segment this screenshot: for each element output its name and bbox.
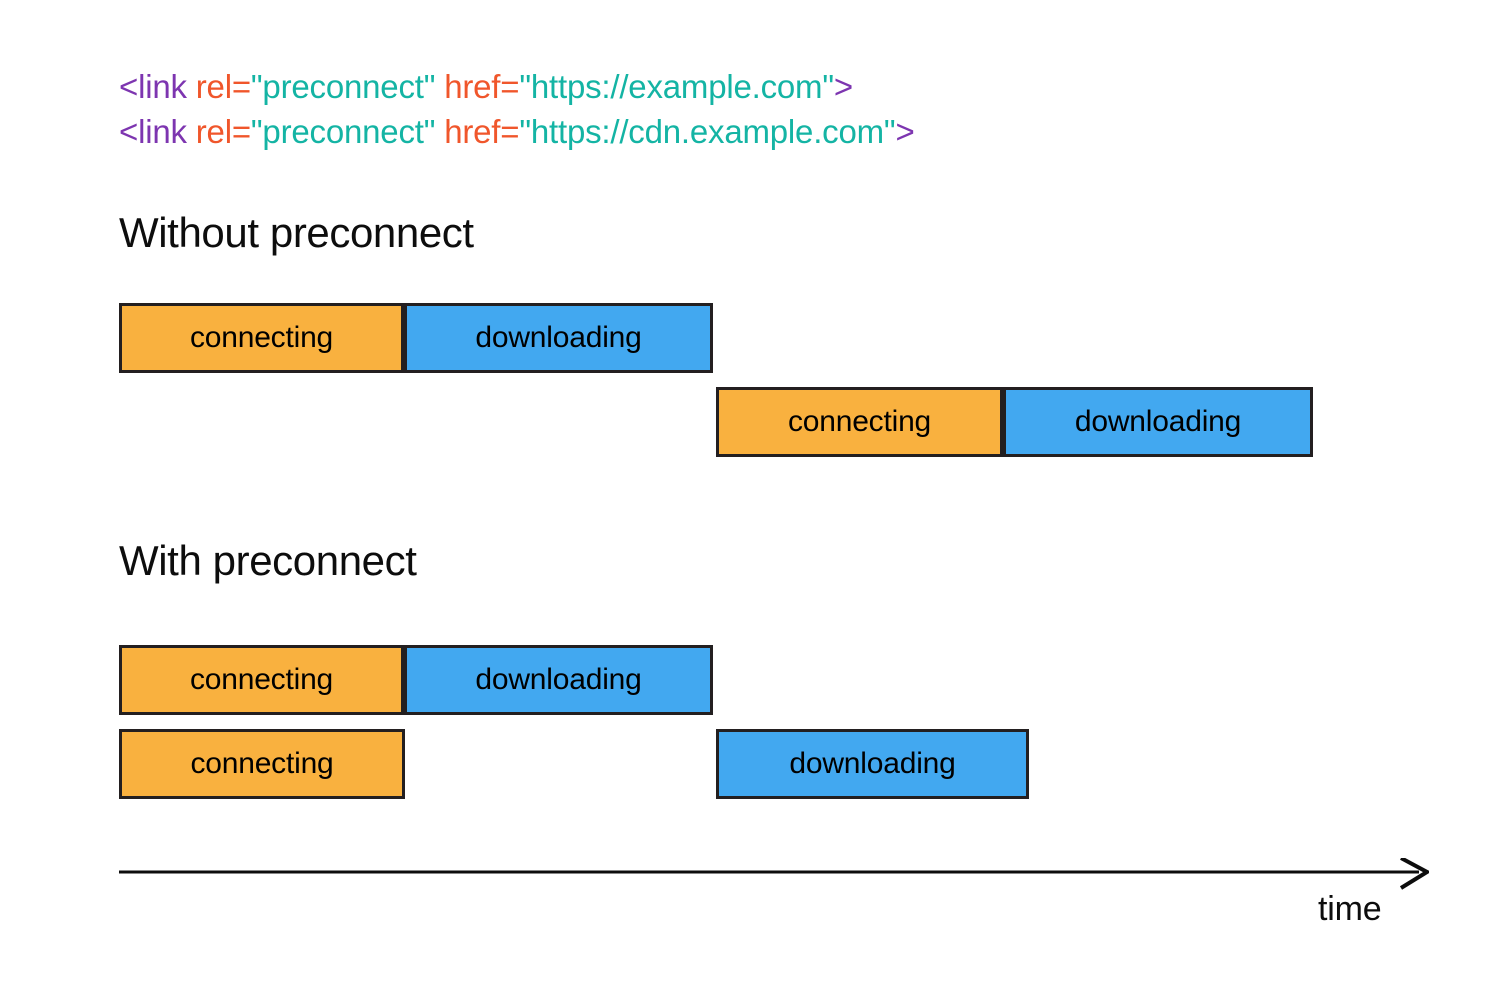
bar-segment-connecting: connecting: [119, 729, 405, 799]
code-attr-href: href=: [435, 113, 520, 150]
code-tag-open: <link: [119, 68, 187, 105]
code-tag-close: >: [895, 113, 915, 150]
time-axis: [119, 858, 1429, 892]
code-value-href: "https://example.com": [519, 68, 834, 105]
code-value-href: "https://cdn.example.com": [519, 113, 896, 150]
bar-segment-downloading: downloading: [1003, 387, 1313, 457]
bar-segment-connecting: connecting: [119, 303, 404, 373]
code-line-1: <link rel="preconnect" href="https://exa…: [119, 64, 915, 109]
code-tag-close: >: [833, 68, 853, 105]
bar-segment-downloading: downloading: [716, 729, 1029, 799]
code-attr-rel: rel=: [186, 68, 251, 105]
code-attr-href: href=: [435, 68, 520, 105]
bar-segment-connecting: connecting: [716, 387, 1003, 457]
bar-segment-downloading: downloading: [404, 303, 713, 373]
bar-segment-connecting: connecting: [119, 645, 404, 715]
bar-segment-downloading: downloading: [404, 645, 713, 715]
code-tag-open: <link: [119, 113, 187, 150]
code-attr-rel: rel=: [186, 113, 251, 150]
code-line-2: <link rel="preconnect" href="https://cdn…: [119, 109, 915, 154]
timeline-row: connecting downloading: [716, 387, 1313, 457]
section-heading-with-preconnect: With preconnect: [119, 537, 417, 584]
timeline-row: connecting downloading: [119, 645, 713, 715]
code-value-rel: "preconnect": [250, 113, 436, 150]
code-value-rel: "preconnect": [250, 68, 436, 105]
timeline-row: connecting downloading: [119, 729, 1029, 799]
code-snippet: <link rel="preconnect" href="https://exa…: [119, 64, 915, 154]
time-axis-label: time: [1318, 890, 1382, 928]
timeline-row: connecting downloading: [119, 303, 713, 373]
section-heading-without-preconnect: Without preconnect: [119, 209, 474, 256]
